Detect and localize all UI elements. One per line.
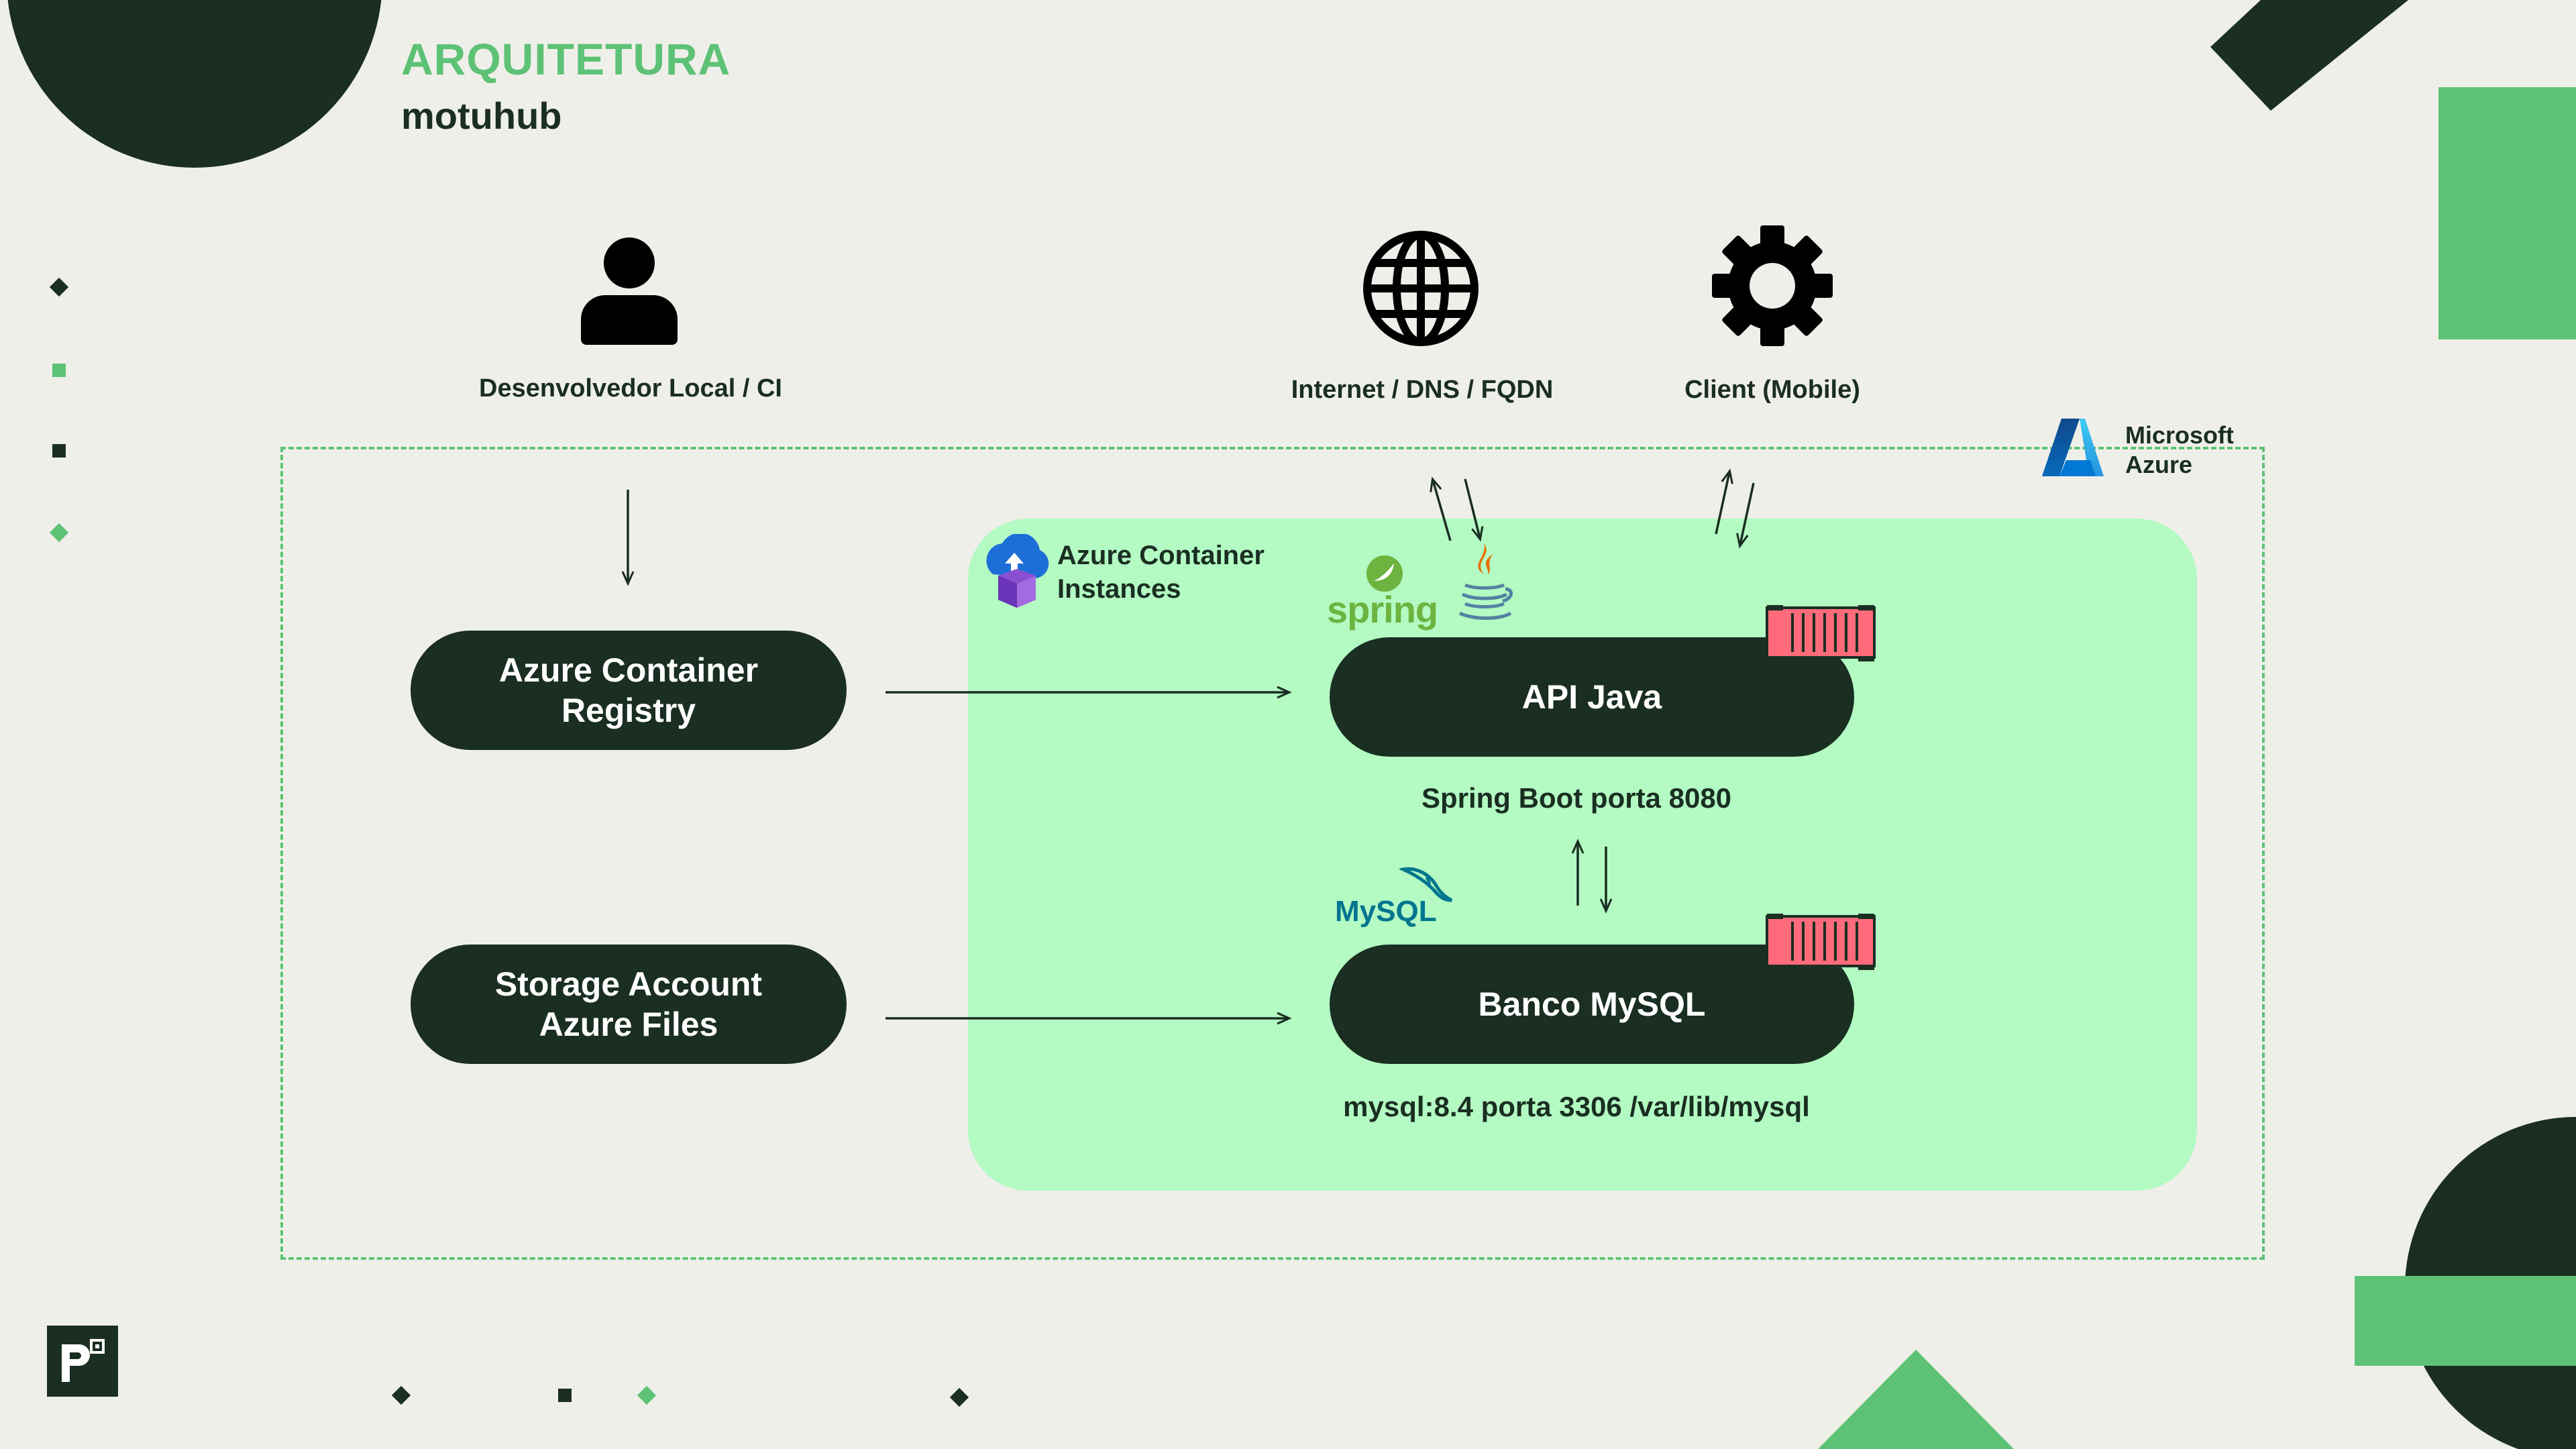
- top-right-dark-stripe: [2210, 0, 2408, 111]
- container-icon: [1766, 605, 1876, 661]
- db-label: Banco MySQL: [1478, 985, 1706, 1023]
- storage-label-line1: Storage Account: [494, 965, 763, 1003]
- bullet-bottom-2: [558, 1389, 572, 1402]
- arrow-internet-up: [1430, 476, 1452, 541]
- bullet-bottom-1: [391, 1385, 411, 1405]
- storage-label-line2: Azure Files: [539, 1006, 718, 1043]
- registry-label-line1: Azure Container: [498, 651, 759, 689]
- arrow-internet-down: [1464, 478, 1484, 542]
- java-logo-icon: [1458, 543, 1513, 620]
- aci-label-line1: Azure Container: [1057, 541, 1265, 570]
- azure-logo-icon: [2042, 419, 2104, 476]
- spring-logo-icon: [1366, 555, 1403, 592]
- bottom-green-triangle: [1818, 1350, 2014, 1449]
- client-label: Client (Mobile): [1684, 376, 1860, 404]
- azure-label-line1: Microsoft: [2125, 421, 2234, 449]
- arrow-client-down: [1736, 482, 1755, 549]
- bottom-right-green-block: [2355, 1276, 2576, 1366]
- internet-label: Internet / DNS / FQDN: [1291, 376, 1554, 404]
- mysql-logo-text: MySQL: [1335, 895, 1437, 928]
- bullet-diamond-green: [49, 523, 69, 543]
- registry-node: Azure Container Registry: [411, 631, 847, 750]
- azure-label-line2: Azure: [2125, 451, 2193, 478]
- globe-icon: [1363, 231, 1479, 346]
- bullet-square-dark: [52, 444, 66, 458]
- azure-boundary: [280, 447, 2265, 1260]
- aci-zone: [968, 519, 2197, 1191]
- arrow-client-up: [1715, 468, 1733, 535]
- bullet-bottom-4: [949, 1387, 969, 1407]
- api-caption: Spring Boot porta 8080: [1421, 782, 1732, 814]
- top-left-corner-circle: [7, 0, 382, 168]
- top-right-green-block: [2438, 87, 2576, 339]
- mysql-logo-icon: [1399, 867, 1453, 902]
- api-label: API Java: [1521, 678, 1662, 716]
- spring-logo-text: spring: [1327, 588, 1438, 631]
- bullet-bottom-3: [637, 1385, 657, 1405]
- aci-icon: [986, 534, 1049, 608]
- bullet-square-green: [52, 364, 66, 377]
- db-caption: mysql:8.4 porta 3306 /var/lib/mysql: [1343, 1091, 1810, 1122]
- person-icon: [581, 237, 678, 345]
- registry-label-line2: Registry: [561, 692, 696, 729]
- container-icon: [1766, 914, 1876, 970]
- brand-p-icon: [47, 1326, 118, 1397]
- page-title: ARQUITETURA: [401, 34, 731, 84]
- gear-icon: [1712, 225, 1833, 346]
- page-subtitle: motuhub: [401, 95, 562, 137]
- developer-label: Desenvolvedor Local / CI: [479, 374, 782, 402]
- storage-node: Storage Account Azure Files: [411, 945, 847, 1064]
- aci-label-line2: Instances: [1057, 574, 1181, 604]
